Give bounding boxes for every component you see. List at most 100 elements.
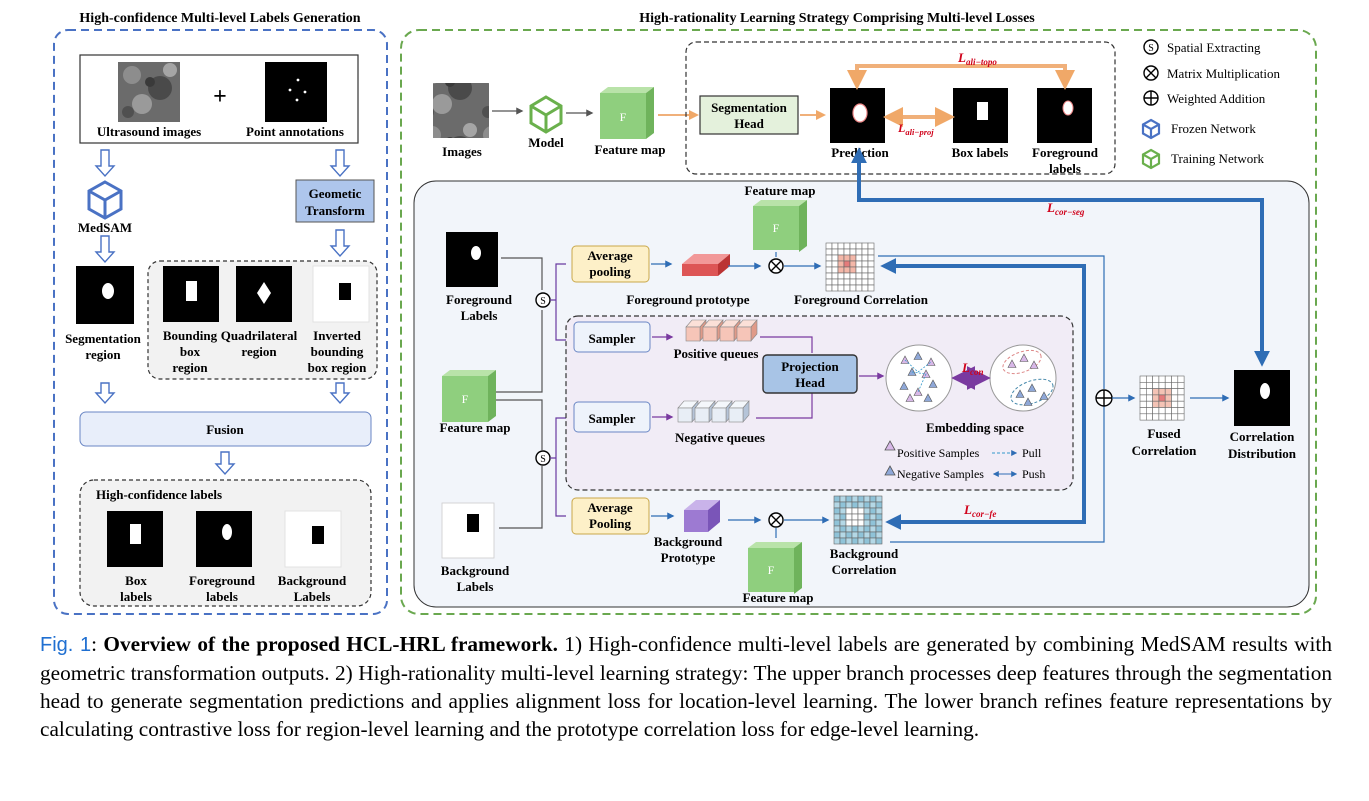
grid-cell [839, 501, 847, 509]
grid-cell [861, 284, 869, 292]
grid-cell [831, 266, 839, 274]
grid-cell [863, 531, 871, 539]
fg-labels-label-2: labels [1049, 161, 1081, 176]
proj-head-label-2: Head [795, 375, 825, 390]
feature-map-cube-mid-top: F [753, 200, 807, 252]
grid-cell [1171, 407, 1179, 415]
seg-head-label-2: Head [734, 116, 764, 131]
grid-cell [1146, 400, 1153, 408]
grid-cell [1146, 394, 1153, 402]
cor-seg-loss-arrow [851, 147, 1270, 367]
connector-lines [496, 399, 543, 529]
loss-con: Lcon [961, 360, 983, 377]
feature-map-cube-left: F [442, 370, 496, 422]
quad-label-1: Quadrilateral [221, 328, 298, 343]
grid-cell [875, 495, 883, 503]
grid-cell [825, 248, 833, 256]
grid-cell [831, 248, 839, 256]
queue-cube [736, 326, 752, 342]
avg-pool-top-2: pooling [589, 264, 631, 279]
grid-cell [1146, 375, 1153, 383]
ultrasound-label: Ultrasound images [97, 124, 201, 139]
grid-cell [861, 278, 869, 286]
grid-cell [857, 519, 865, 527]
grid-cell [855, 248, 863, 256]
geometric-transform-box [295, 179, 375, 223]
grid-cell [1139, 413, 1147, 421]
grid-cell [851, 507, 859, 515]
grid-cell [1177, 381, 1185, 389]
training-network-icon [529, 95, 563, 134]
grid-cell [861, 266, 869, 274]
grid-cell [855, 272, 863, 280]
right-panel: High-rationality Learning Strategy Compr… [400, 11, 1317, 615]
grid-cell [839, 525, 847, 533]
grid-cell [825, 266, 833, 274]
grid-cell [1177, 413, 1185, 421]
grid-cell [849, 284, 857, 292]
grid-cell [1164, 400, 1172, 408]
grid-cell [843, 278, 851, 286]
grid-cell [1152, 407, 1160, 415]
training-network-icon [1141, 148, 1161, 170]
grid-cell [869, 531, 877, 539]
grid-cell [1171, 375, 1179, 383]
grid-cell [833, 537, 841, 545]
grid-cell [851, 495, 859, 503]
down-arrow-icon [214, 451, 236, 476]
grid-cell [851, 501, 859, 509]
legend-weighted: Weighted Addition [1167, 91, 1266, 106]
sample-triangle [899, 381, 909, 390]
grid-cell [825, 284, 833, 292]
loss-fe: Lcor−fe [963, 502, 996, 519]
feature-map-left-label: Feature map [440, 420, 511, 435]
queue-cube [702, 326, 718, 342]
grid-cell [1146, 381, 1153, 389]
ultrasound-image [118, 62, 180, 122]
bg-correlation-1: Background [830, 546, 899, 561]
grid-cell [831, 260, 839, 268]
grid-cell [849, 272, 857, 280]
grid-cell [857, 513, 865, 521]
grid-cell [867, 284, 875, 292]
sample-triangle [1015, 389, 1025, 398]
grid-cell [849, 254, 857, 262]
left-panel-title: High-confidence Multi-level Labels Gener… [79, 11, 360, 26]
bbox-label-2: box [180, 344, 201, 359]
grid-cell [839, 495, 847, 503]
grid-cell [869, 519, 877, 527]
fg-correlation-grid [825, 242, 875, 292]
grid-cell [1171, 381, 1179, 389]
grid-cell [869, 501, 877, 509]
grid-cell [849, 278, 857, 286]
grid-cell [855, 278, 863, 286]
grid-cell [839, 513, 847, 521]
bg-prototype-2: Prototype [661, 550, 716, 565]
sample-triangle [928, 379, 938, 388]
feature-map-bottom-label: Feature map [743, 590, 814, 605]
box-labels-2: labels [120, 589, 152, 604]
avg-pool-bot-2: Pooling [589, 516, 631, 531]
grid-cell [851, 531, 859, 539]
grid-cell [843, 242, 851, 250]
grid-cell [863, 501, 871, 509]
queue-cube [728, 407, 744, 423]
grid-cell [875, 531, 883, 539]
grid-cell [869, 525, 877, 533]
grid-cell [869, 507, 877, 515]
queue-cube [685, 326, 701, 342]
sample-triangle [923, 393, 933, 402]
grid-cell [837, 254, 845, 262]
bg-labels-2: Labels [294, 589, 331, 604]
grid-cell [831, 242, 839, 250]
seg-region-label-1: Segmentation [65, 331, 142, 346]
grid-cell [869, 495, 877, 503]
figure-caption: Fig. 1: Overview of the proposed HCL-HRL… [40, 630, 1332, 743]
grid-cell [857, 531, 865, 539]
bg-labels-input-2: Labels [457, 579, 494, 594]
grid-cell [845, 519, 853, 527]
pull-label: Pull [1022, 446, 1042, 460]
queue-to-proj-lines [756, 336, 813, 419]
inv-label-3: box region [308, 360, 367, 375]
sampler-top-box [573, 321, 651, 353]
